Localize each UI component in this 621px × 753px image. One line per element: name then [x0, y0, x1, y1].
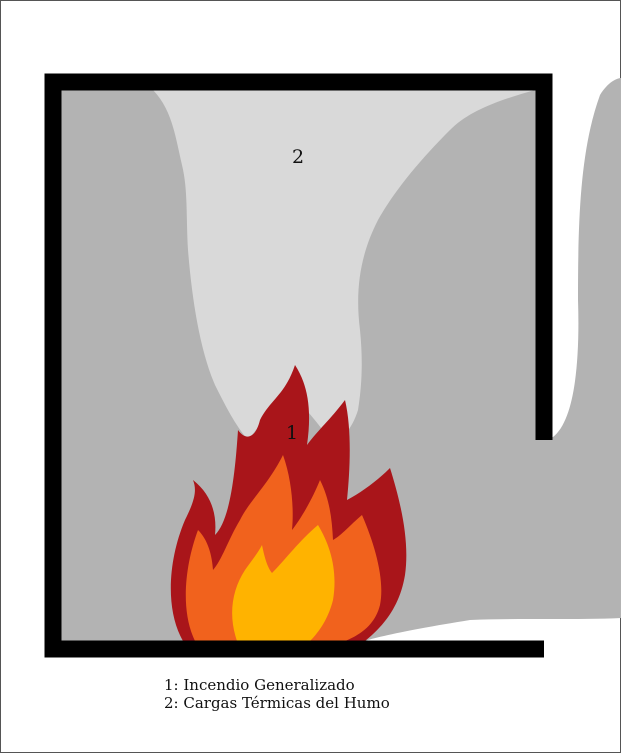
legend-item-fire: 1: Incendio Generalizado — [164, 676, 390, 694]
legend: 1: Incendio Generalizado 2: Cargas Térmi… — [164, 676, 390, 712]
legend-item-smoke: 2: Cargas Térmicas del Humo — [164, 694, 390, 712]
fire-marker-label: 1 — [286, 422, 298, 444]
smoke-marker-label: 2 — [292, 146, 304, 168]
